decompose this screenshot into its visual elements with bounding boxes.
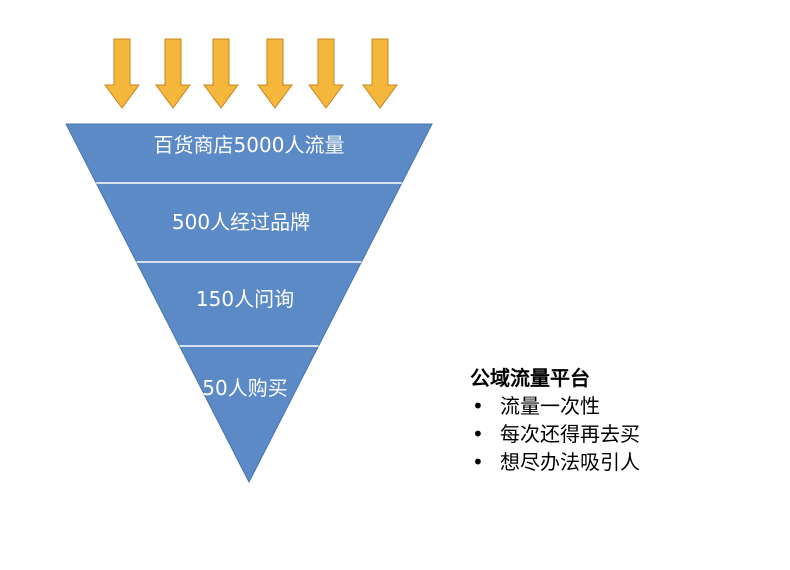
- public-traffic-panel: 公域流量平台 • 流量一次性 • 每次还得再去买 • 想尽办法吸引人: [470, 364, 770, 476]
- bullet-icon: •: [472, 394, 484, 418]
- side-panel-title: 公域流量平台: [470, 366, 590, 390]
- funnel-stage-4-label: 50人购买: [202, 376, 287, 400]
- list-item-text: 每次还得再去买: [500, 422, 640, 446]
- bullet-icon: •: [472, 450, 484, 474]
- list-item-text: 流量一次性: [500, 394, 600, 418]
- funnel-stage-3-label: 150人问询: [196, 287, 294, 311]
- down-arrow-icon: [257, 38, 293, 109]
- inflow-arrows: [104, 38, 398, 109]
- list-item: • 流量一次性: [470, 392, 770, 420]
- down-arrow-icon: [362, 38, 398, 109]
- funnel-triangle: [65, 123, 433, 484]
- side-panel-list: • 流量一次性 • 每次还得再去买 • 想尽办法吸引人: [470, 392, 770, 476]
- funnel-stage-1-label: 百货商店5000人流量: [154, 133, 345, 157]
- list-item: • 每次还得再去买: [470, 420, 770, 448]
- down-arrow-icon: [104, 38, 140, 109]
- list-item-text: 想尽办法吸引人: [500, 450, 640, 474]
- down-arrow-icon: [155, 38, 191, 109]
- funnel-dividers: [96, 182, 402, 347]
- down-arrow-icon: [203, 38, 239, 109]
- list-item: • 想尽办法吸引人: [470, 448, 770, 476]
- funnel-stage-2-label: 500人经过品牌: [172, 210, 310, 234]
- down-arrow-icon: [308, 38, 344, 109]
- bullet-icon: •: [472, 422, 484, 446]
- funnel-labels: 百货商店5000人流量 500人经过品牌 150人问询 50人购买: [154, 133, 345, 400]
